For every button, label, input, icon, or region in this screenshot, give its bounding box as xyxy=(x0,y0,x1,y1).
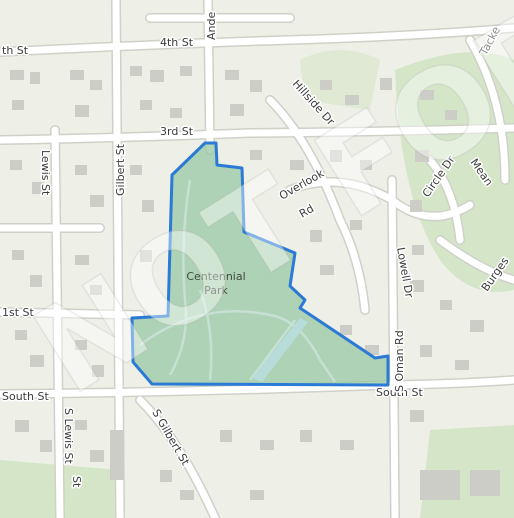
street-label-gilbert: Gilbert St xyxy=(114,143,127,196)
street-label-ande: Ande xyxy=(205,12,218,40)
street-label-lewis: Lewis St xyxy=(39,150,52,196)
building-footprints xyxy=(10,66,500,500)
street-labels: th St 4th St Ande Tacke Hillside Dr 3rd … xyxy=(1,10,514,489)
street-label-st-edge: St xyxy=(70,476,83,488)
street-label-s-lewis: S Lewis St xyxy=(62,408,75,464)
park-name-line1: Centennial xyxy=(186,270,245,283)
park-label: Centennial Park xyxy=(186,270,245,297)
street-label-4th: 4th St xyxy=(160,36,194,49)
street-label-1st: 1st St xyxy=(2,306,35,319)
street-label-south-east: South St xyxy=(376,386,423,399)
park-name-line2: Park xyxy=(204,284,228,297)
street-label-south-west: South St xyxy=(2,390,49,403)
park-boundary[interactable] xyxy=(130,141,390,387)
street-label-4th-west: th St xyxy=(2,44,29,57)
street-label-s-oman: S Oman Rd xyxy=(393,330,406,392)
park-pond xyxy=(252,318,308,382)
street-label-3rd: 3rd St xyxy=(160,125,194,138)
park-footpaths xyxy=(139,179,337,383)
